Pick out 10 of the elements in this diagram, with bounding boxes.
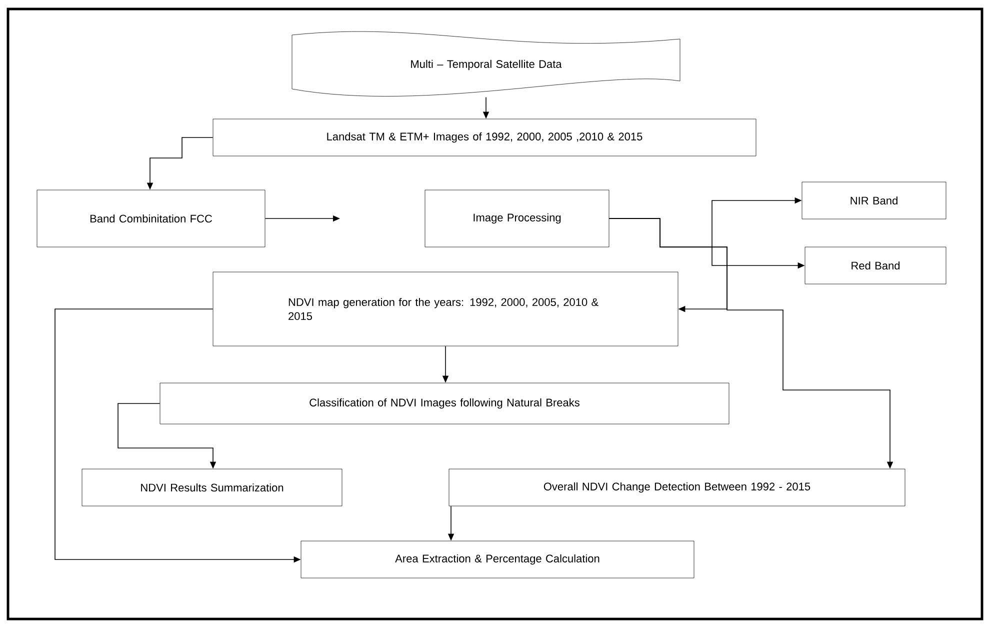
process-box: Landsat TM & ETM+ Images of 1992, 2000, 2005 ,2010 & 2015 <box>212 118 756 156</box>
process-box: Area Extraction & Percentage Calculation <box>300 540 694 578</box>
process-box: NDVI map generation for the years: 1992, 2000, 2005, 2010 & 2015 <box>212 272 678 346</box>
band-box: NIR Band <box>802 182 946 220</box>
band-box: Red Band <box>804 246 946 284</box>
process-box: Overall NDVI Change Detection Between 1992 - 2015 <box>448 468 906 506</box>
process-box: Band Combinitation FCC <box>36 190 266 248</box>
process-box: Classification of NDVI Images following Natural Breaks <box>160 382 730 424</box>
process-box: NDVI Results Summarization <box>82 468 342 506</box>
process-box: Image Processing <box>424 190 610 248</box>
